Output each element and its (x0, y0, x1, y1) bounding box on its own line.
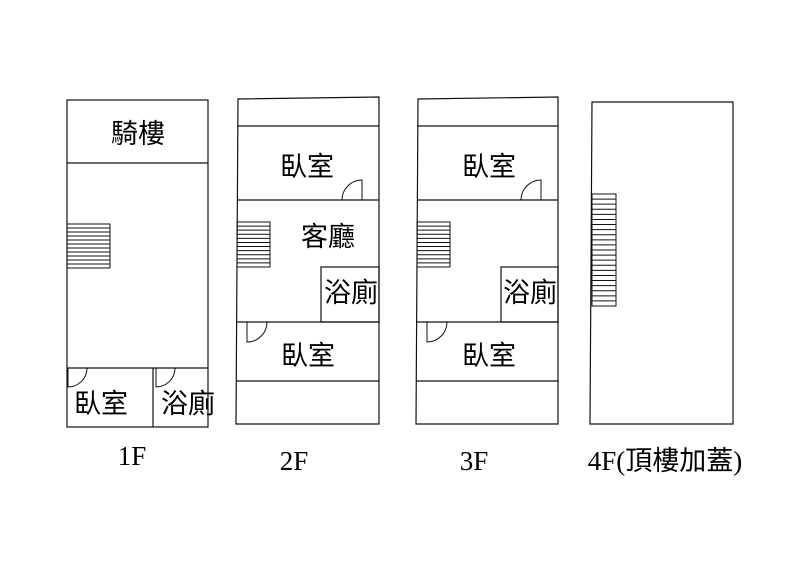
staircase-icon (66, 223, 111, 269)
door-swing-icon (67, 367, 88, 388)
room-label-living-room: 客廳 (301, 222, 355, 253)
staircase-icon (591, 193, 617, 307)
door-swing-icon (246, 321, 268, 343)
room-label-bathroom: 浴廁 (503, 278, 557, 309)
door-swing-icon (341, 179, 363, 201)
staircase-icon (416, 221, 451, 268)
room-label-arcade: 騎樓 (111, 119, 165, 150)
door-swing-icon (155, 367, 176, 388)
room-label-bedroom: 臥室 (74, 389, 128, 420)
floor-plan-1f: 騎樓 臥室 浴廁 1F (66, 99, 215, 471)
floor-label: 3F (460, 446, 489, 476)
floor-outline (589, 101, 734, 425)
staircase-icon (236, 221, 271, 268)
room-label-bathroom: 浴廁 (324, 278, 378, 309)
room-label-bedroom: 臥室 (280, 152, 334, 183)
door-swing-icon (520, 179, 542, 201)
room-label-bedroom: 臥室 (462, 341, 516, 372)
room-label-bedroom: 臥室 (462, 152, 516, 183)
floor-label: 2F (280, 446, 309, 476)
floor-outline (235, 96, 380, 425)
floor-plan-4f: 4F(頂樓加蓋) (588, 101, 743, 476)
room-label-bathroom: 浴廁 (161, 389, 215, 420)
floor-outline (415, 96, 559, 425)
floor-plan-2f: 臥室 客廳 浴廁 臥室 2F (235, 96, 380, 476)
floor-plan-3f: 臥室 浴廁 臥室 3F (415, 96, 559, 476)
floor-label: 1F (118, 441, 147, 471)
floor-label: 4F(頂樓加蓋) (588, 446, 743, 476)
room-label-bedroom: 臥室 (281, 341, 335, 372)
door-swing-icon (426, 321, 448, 343)
